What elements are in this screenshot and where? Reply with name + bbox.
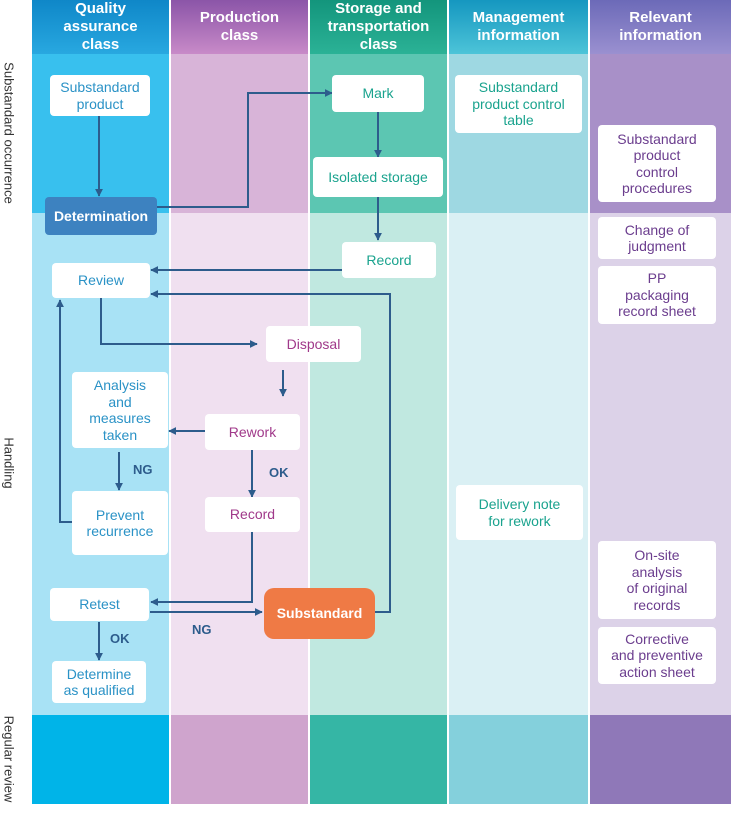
node-disposal: Disposal: [266, 326, 361, 362]
header-storage: Storage and transportation class: [310, 0, 447, 54]
node-control-procedures: Substandard product control procedures: [598, 125, 716, 202]
header-quality-assurance: Quality assurance class: [32, 0, 169, 54]
band-relevant-review: [590, 715, 731, 804]
node-substandard: Substandard: [264, 588, 375, 639]
header-management: Management information: [449, 0, 588, 54]
node-rework: Rework: [205, 414, 300, 450]
arrow-substandard-to-review: [150, 290, 391, 613]
node-delivery-note: Delivery note for rework: [456, 485, 583, 540]
node-determination: Determination: [45, 197, 157, 235]
node-pp-record-sheet: PP packaging record sheet: [598, 266, 716, 324]
header-relevant: Relevant information: [590, 0, 731, 54]
band-prod-occurrence: [171, 54, 308, 213]
header-production: Production class: [171, 0, 308, 54]
node-retest: Retest: [50, 588, 149, 621]
edge-label-ok-retest: OK: [110, 631, 130, 646]
node-change-judgment: Change of judgment: [598, 217, 716, 259]
node-corrective-sheet: Corrective and preventive action sheet: [598, 627, 716, 684]
band-storage-review: [310, 715, 447, 804]
node-review: Review: [52, 263, 150, 298]
node-product-control-table: Substandard product control table: [455, 75, 582, 133]
band-qa-review: [32, 715, 169, 804]
node-isolated-storage: Isolated storage: [313, 157, 443, 197]
arrow-review-to-disposal: [100, 298, 258, 348]
node-prevent-recurrence: Prevent recurrence: [72, 491, 168, 555]
edge-label-ng-retest: NG: [192, 622, 212, 637]
node-record-production: Record: [205, 497, 300, 532]
edge-label-ng-analysis: NG: [133, 462, 153, 477]
arrow-record-to-retest: [150, 532, 253, 606]
arrow-determination-to-mark: [157, 89, 333, 208]
node-onsite-analysis: On-site analysis of original records: [598, 541, 716, 619]
band-prod-review: [171, 715, 308, 804]
arrow-prevent-to-review: [56, 299, 72, 523]
node-analysis-measures: Analysis and measures taken: [72, 372, 168, 448]
node-mark: Mark: [332, 75, 424, 112]
band-mgmt-handling: [449, 213, 588, 715]
band-mgmt-review: [449, 715, 588, 804]
node-determine-qualified: Determine as qualified: [52, 661, 146, 703]
node-substandard-product: Substandard product: [50, 75, 150, 116]
node-record-storage: Record: [342, 242, 436, 278]
edge-label-ok-rework: OK: [269, 465, 289, 480]
